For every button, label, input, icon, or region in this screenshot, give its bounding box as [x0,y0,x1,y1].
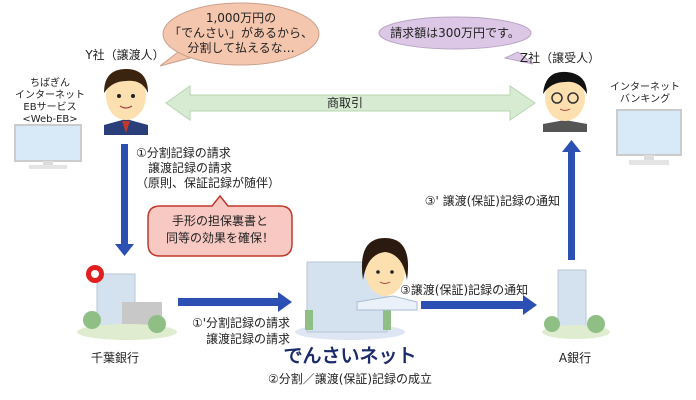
y-service-line-1: ちばぎん [30,78,70,89]
step2-label: ②分割／譲渡(保証)記録の成立 [267,372,433,386]
y-speech-line-3: 分割して払えるな… [187,41,295,55]
trade-label: 商取引 [326,96,363,110]
a-bank-label: A銀行 [558,351,592,365]
callout-line-2: 同等の効果を確保！ [165,231,274,245]
step1-line-1: ①分割記録の請求 [136,146,231,160]
y-service-line-2: インターネット [15,90,85,101]
y-service-line-3: EBサービス [23,102,77,113]
z-service-line-2: バンキング [619,94,671,105]
step3-prime-label: ③' 譲渡(保証)記録の通知 [424,194,560,208]
densai-net-label: でんさいネット [283,345,417,367]
z-speech-text: 請求額は300万円です。 [390,26,520,40]
callout-line-1: 手形の担保裏書と [171,214,268,228]
step1-prime-line-1: ①'分割記録の請求 [191,316,290,330]
step3-label: ③譲渡(保証)記録の通知 [400,283,529,297]
y-speech-line-1: 1,000万円の [205,11,277,25]
y-service-line-4: <Web-EB> [22,114,78,125]
step1-line-2: 譲渡記録の請求 [136,161,233,175]
z-service-line-1: インターネット [610,82,680,93]
z-company-label: Z社（譲受人） [519,51,601,65]
chiba-bank-building-icon [77,265,177,340]
chiba-bank-label: 千葉銀行 [90,351,139,365]
a-bank-building-icon [542,269,610,339]
z-person-avatar [543,71,587,132]
y-company-label: Y社（譲渡人） [85,48,165,62]
y-person-avatar [104,69,148,135]
step1-prime-line-2: 譲渡記録の請求 [205,332,290,346]
y-speech-line-2: 「でんさい」があるから、 [168,26,313,40]
y-computer-icon [14,124,82,169]
densai-net-building-icon [295,238,418,340]
z-computer-icon [616,109,682,165]
step1-line-3: （原則、保証記録が随伴） [136,176,281,190]
